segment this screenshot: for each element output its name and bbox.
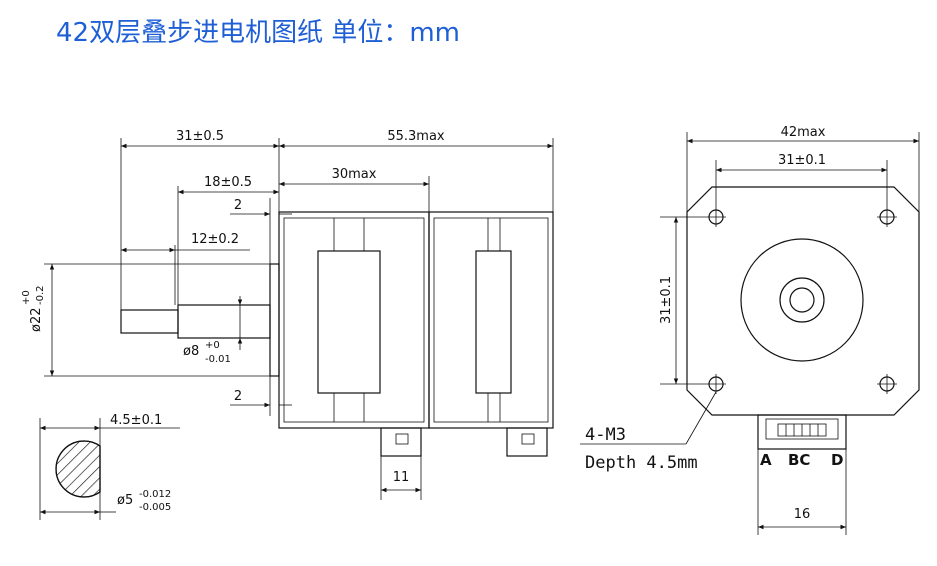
- hole-note-line2: Depth 4.5mm: [585, 453, 698, 473]
- dim-body-length: 55.3max: [387, 129, 445, 144]
- dim-section-flat: 4.5±0.1: [110, 413, 162, 428]
- dim-connector-side: 11: [393, 470, 410, 485]
- dim-section-dia-tol-upper: -0.012: [139, 489, 171, 500]
- dim-hole-spacing-h: 31±0.1: [778, 153, 826, 168]
- dim-connector-front: 16: [794, 507, 811, 522]
- dim-boss-2-top: 2: [234, 198, 242, 213]
- dim-first-stack: 30max: [332, 167, 377, 182]
- motor-stack-2: [428, 211, 554, 429]
- mounting-hole-tr: [877, 207, 897, 227]
- boss: [269, 263, 280, 377]
- dim-section-dia-tol-lower: -0.005: [139, 502, 171, 513]
- dim-boss-2-bottom: 2: [234, 389, 242, 404]
- side-view: 31±0.5 55.3max 30max 18±0.5 2 12±0.2 ø22…: [21, 129, 554, 500]
- front-connector: [757, 414, 847, 450]
- mounting-hole-br: [877, 374, 897, 394]
- dim-boss-dia-tol-upper: +0: [21, 290, 32, 305]
- front-flange: [686, 186, 920, 416]
- hole-note-line1: 4-M3: [585, 425, 626, 445]
- dim-boss-dia: ø22: [29, 308, 44, 333]
- dim-shaft-dia-tol-lower: -0.01: [205, 354, 231, 365]
- dim-shaft-18: 18±0.5: [204, 175, 252, 190]
- front-view: 42max 31±0.1 31±0.1 4-M3 Depth 4.5mm A B…: [580, 125, 920, 535]
- pin-d-label: D: [831, 451, 843, 469]
- dim-front-width: 42max: [781, 125, 826, 140]
- dim-boss-dia-tol-lower: -0.2: [35, 285, 46, 305]
- dim-shaft-dia-tol-upper: +0: [205, 340, 220, 351]
- pin-a-label: A: [760, 451, 772, 469]
- dim-section-dia: ø5: [117, 493, 133, 508]
- pin-bc-label: BC: [788, 451, 810, 469]
- shaft-section-view: 4.5±0.1 ø5 -0.012 -0.005: [39, 413, 180, 520]
- mounting-hole-bl: [706, 374, 726, 394]
- dim-shaft-total: 31±0.5: [176, 129, 224, 144]
- motor-stack-1: [278, 211, 430, 429]
- dim-shaft-12: 12±0.2: [191, 232, 239, 247]
- dim-shaft-dia: ø8: [183, 344, 199, 359]
- mounting-hole-tl: [706, 207, 726, 227]
- page-title: 42双层叠步进电机图纸 单位：mm: [56, 18, 461, 48]
- front-boss: [740, 238, 864, 362]
- shaft: [177, 304, 271, 339]
- dim-hole-spacing-v: 31±0.1: [659, 276, 674, 324]
